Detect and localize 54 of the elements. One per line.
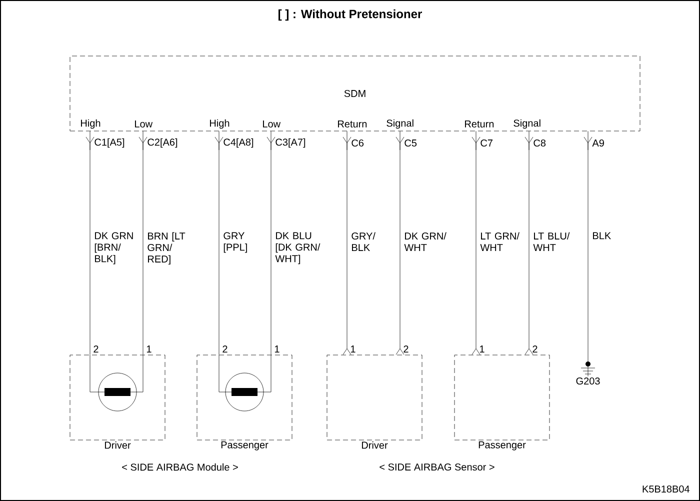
- connector-code: C5: [404, 139, 417, 147]
- node-label: Passenger: [478, 441, 526, 450]
- node-label: Driver: [362, 441, 388, 449]
- pin-number: 2: [222, 346, 228, 352]
- ground-label: G203: [576, 377, 600, 385]
- pin-name: Return: [338, 120, 367, 128]
- pin-number: 2: [94, 346, 98, 352]
- pin-number: 2: [532, 346, 538, 352]
- connector-code: C1[A5]: [94, 138, 124, 148]
- wire-color-label: LT BLU/ WHT: [533, 232, 570, 251]
- pin-name: Signal: [514, 119, 540, 129]
- pin-number: 1: [146, 346, 152, 352]
- component-box: Passenger: [454, 354, 550, 450]
- wire: [396, 131, 404, 355]
- component-group-label: < SIDE AIRBAG Module >: [122, 463, 238, 471]
- wire-color-label: GRY/ BLK: [352, 232, 376, 251]
- pin-number: 1: [350, 346, 356, 352]
- wire-color-label: DK GRN/ WHT: [404, 232, 446, 251]
- connector-code: C3[A7]: [276, 138, 306, 148]
- node-label: Driver: [104, 441, 131, 449]
- pin-name: High: [210, 119, 230, 129]
- wire: [342, 131, 352, 355]
- figure-code: K5B18B04: [642, 485, 690, 493]
- component-box: Driver: [326, 354, 422, 449]
- pin-number: 1: [480, 346, 484, 352]
- connector-code: C2[A6]: [148, 138, 178, 148]
- wire-color-label: DK BLU [DK GRN/ WHT]: [275, 232, 320, 264]
- connector-code: C4[A8]: [224, 138, 254, 148]
- connector-code: C6: [352, 139, 364, 147]
- connector-code: C8: [534, 139, 546, 147]
- pin-name: Signal: [386, 119, 414, 129]
- component-group-label: < SIDE AIRBAG Sensor >: [380, 463, 494, 471]
- pin-name: Low: [135, 120, 153, 128]
- pin-name: Low: [263, 120, 281, 128]
- wire: [270, 131, 272, 355]
- node-label: Passenger: [221, 441, 268, 450]
- wire-color-label: BRN [LT GRN/ RED]: [148, 232, 186, 265]
- wire: [142, 131, 144, 355]
- component-box: Driver: [70, 354, 166, 449]
- wire: [524, 131, 534, 355]
- connector-code: A9: [592, 139, 604, 147]
- wire-color-label: LT GRN/ WHT: [480, 232, 520, 251]
- wire-color-label: DK GRN [BRN/ BLK]: [94, 232, 133, 264]
- pin-number: 2: [404, 346, 408, 352]
- title: [ ] : Without Pretensioner: [278, 9, 422, 21]
- pin-name: High: [81, 119, 100, 129]
- component-box: Passenger: [196, 354, 292, 450]
- wire: [218, 131, 220, 355]
- connector-code: C7: [480, 139, 492, 147]
- wire: [472, 131, 480, 355]
- pin-number: 1: [274, 346, 280, 352]
- pin-name: Return: [465, 120, 494, 128]
- wire-color-label: GRY [PPL]: [224, 232, 247, 253]
- wire-color-label: BLK: [593, 232, 611, 240]
